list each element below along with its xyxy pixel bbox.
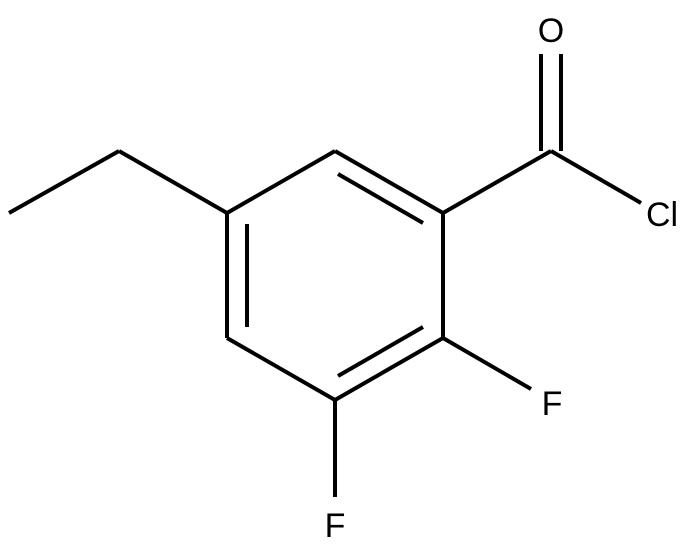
bond-carbonyl-cl [549,149,643,205]
bond-ch3-ch2 [8,149,120,215]
bond-ring-carbonyl [442,149,552,215]
fluorine-label-3: F [325,507,346,545]
bond-ring-c2-c3 [334,336,444,402]
fluorine-label-2: F [542,385,563,423]
bond-ring-c5-c6 [226,149,336,215]
bond-c2-f [441,336,533,391]
bond-ring-c6-c1 [334,149,444,215]
bond-ring-c3-c4 [226,336,336,402]
oxygen-label: O [538,12,564,50]
bonds [8,54,643,497]
bond-ring-c2-c3-inner [337,325,424,378]
chlorine-label: Cl [646,196,678,234]
atom-labels: O Cl F F [325,12,678,545]
bond-ch2-ring [118,149,228,215]
bond-ring-c6-c1-inner [337,172,424,225]
